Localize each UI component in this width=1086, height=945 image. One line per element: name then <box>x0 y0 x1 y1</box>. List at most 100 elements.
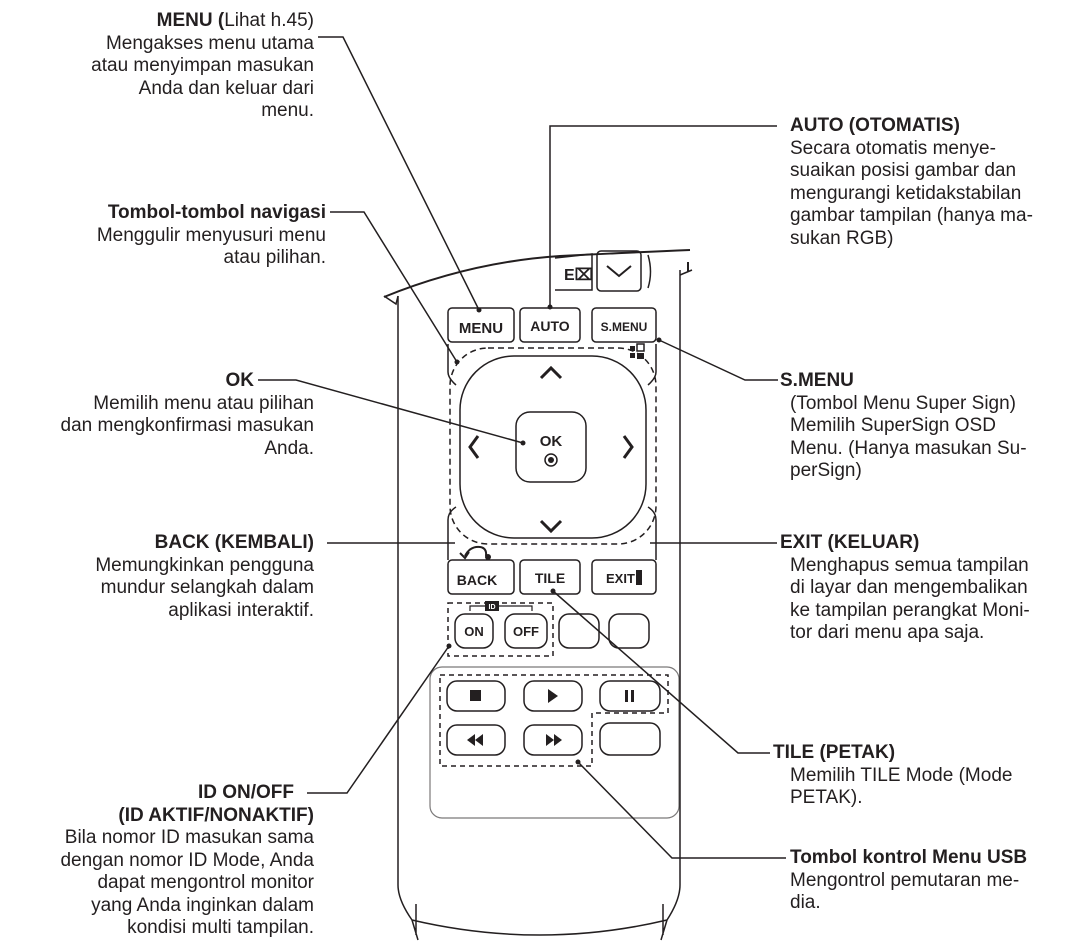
blank-button-3[interactable] <box>599 722 661 756</box>
menu-callout-desc-4: menu. <box>261 100 314 121</box>
stop-icon <box>470 690 481 701</box>
menu-callout-note: Lihat h.45) <box>224 10 314 31</box>
exit-door-icon <box>636 570 642 585</box>
exit-callout-desc-3: ke tampilan perangkat Moni- <box>790 599 1030 621</box>
rewind-button[interactable] <box>446 724 506 756</box>
leader-usb <box>577 761 786 859</box>
tile-button[interactable] <box>519 559 581 595</box>
ok-callout: OK Memilih menu atau pilihan dan mengkon… <box>61 370 314 460</box>
auto-button-label: AUTO <box>530 318 570 334</box>
usb-callout-title: Tombol kontrol Menu USB <box>790 847 1028 868</box>
auto-callout-desc-1: Secara otomatis menye- <box>790 137 996 159</box>
id-callout-title-1: ID ON/OFF <box>197 782 294 803</box>
id-callout-desc-2: dengan nomor ID Mode, Anda <box>60 849 314 871</box>
ok-dot-icon <box>544 453 558 467</box>
mute-button-partial[interactable] <box>554 253 593 291</box>
auto-callout-desc-4: gambar tampilan (hanya ma- <box>790 205 1033 226</box>
nav-callout: Tombol-tombol navigasi Menggulir menyusu… <box>97 202 326 270</box>
tile-callout-title: TILE (PETAK) <box>773 742 896 763</box>
exit-callout: EXIT (KELUAR) Menghapus semua tampilan d… <box>780 532 1030 645</box>
menu-button[interactable] <box>447 307 515 343</box>
chevron-down-nav-icon[interactable] <box>539 519 563 534</box>
chevron-left-icon[interactable] <box>468 435 480 459</box>
leader-menu <box>318 36 480 311</box>
leader-tile <box>552 590 770 754</box>
back-button[interactable] <box>447 559 515 595</box>
id-on-button-label: ON <box>464 624 484 639</box>
blank-button-2[interactable] <box>608 613 650 649</box>
exit-callout-desc-2: di layar dan mengembalikan <box>790 577 1028 598</box>
stop-button[interactable] <box>446 680 506 712</box>
back-callout-title: BACK (KEMBALI) <box>154 532 314 553</box>
leader-smenu <box>658 339 778 381</box>
id-off-button-label: OFF <box>513 624 539 639</box>
leader-id <box>307 645 450 794</box>
exit-button-label: EXIT <box>606 571 635 586</box>
smenu-callout: S.MENU (Tombol Menu Super Sign) Memilih … <box>780 370 1027 483</box>
usb-controls-group <box>439 674 669 767</box>
nav-callout-desc-2: atau pilihan. <box>223 247 326 268</box>
leader-ok <box>258 379 524 444</box>
smenu-callout-desc-2: Memilih SuperSign OSD <box>790 415 996 436</box>
mute-icon: E⌧ <box>564 267 593 284</box>
smenu-callout-desc-4: perSign) <box>790 460 862 481</box>
leader-auto <box>549 125 777 307</box>
menu-button-label: MENU <box>459 320 503 337</box>
rewind-icon <box>467 734 483 746</box>
tile-callout-desc-2: PETAK). <box>790 787 863 808</box>
usb-callout: Tombol kontrol Menu USB Mengontrol pemut… <box>790 847 1027 915</box>
nav-callout-desc-1: Menggulir menyusuri menu <box>96 224 326 246</box>
chevron-down-icon <box>606 265 632 278</box>
remote-cut-edge <box>383 249 691 298</box>
nav-callout-title: Tombol-tombol navigasi <box>107 202 326 223</box>
id-callout-desc-3: dapat mengontrol monitor <box>97 872 314 893</box>
pause-button[interactable] <box>599 680 661 712</box>
play-icon <box>548 689 558 703</box>
id-callout: ID ON/OFF (ID AKTIF/NONAKTIF) Bila nomor… <box>60 782 314 940</box>
smenu-callout-desc-3: Menu. (Hanya masukan Su- <box>790 437 1027 459</box>
ok-button-label: OK <box>540 433 563 450</box>
exit-callout-title: EXIT (KELUAR) <box>780 532 920 553</box>
back-button-label: BACK <box>457 572 497 588</box>
ok-callout-desc-2: dan mengkonfirmasi masukan <box>60 415 314 436</box>
ok-callout-desc-1: Memilih menu atau pilihan <box>93 392 314 414</box>
nav-pad[interactable] <box>459 355 647 539</box>
tile-button-label: TILE <box>535 570 565 586</box>
ok-button[interactable] <box>515 411 587 483</box>
id-off-button[interactable] <box>504 613 548 649</box>
smenu-callout-title: S.MENU <box>780 370 854 391</box>
pause-icon <box>625 690 634 702</box>
fast-forward-icon <box>546 734 562 746</box>
smenu-callout-desc-1: (Tombol Menu Super Sign) <box>790 392 1016 414</box>
play-button[interactable] <box>523 680 583 712</box>
id-callout-desc-5: kondisi multi tampilan. <box>127 917 314 938</box>
id-callout-title-2: (ID AKTIF/NONAKTIF) <box>118 804 314 826</box>
smenu-button[interactable] <box>591 307 657 343</box>
auto-callout: AUTO (OTOMATIS) Secara otomatis menye- s… <box>790 115 1033 250</box>
usb-callout-desc-1: Mengontrol pemutaran me- <box>790 869 1020 891</box>
exit-button[interactable] <box>591 559 657 595</box>
menu-callout-title: MENU ( <box>156 10 225 31</box>
ok-callout-title: OK <box>225 370 255 391</box>
chevron-up-icon[interactable] <box>539 365 563 380</box>
auto-callout-desc-5: sukan RGB) <box>790 227 894 249</box>
leader-nav <box>330 211 458 363</box>
back-callout: BACK (KEMBALI) Memungkinkan pengguna mun… <box>95 532 314 622</box>
menu-callout-desc-2: atau menyimpan masukan <box>91 55 314 76</box>
fast-forward-button[interactable] <box>523 724 583 756</box>
media-panel <box>429 666 680 819</box>
nav-pad-group <box>449 347 657 545</box>
smenu-button-label: S.MENU <box>601 320 648 334</box>
remote-body <box>397 270 681 941</box>
id-on-button[interactable] <box>454 613 494 649</box>
exit-callout-desc-1: Menghapus semua tampilan <box>790 554 1029 576</box>
channel-down-button[interactable] <box>596 250 642 292</box>
leader-lines <box>258 36 786 859</box>
chevron-right-icon[interactable] <box>622 435 634 459</box>
auto-callout-title: AUTO (OTOMATIS) <box>790 115 960 136</box>
tile-callout: TILE (PETAK) Memilih TILE Mode (Mode PET… <box>773 742 1012 810</box>
id-callout-desc-1: Bila nomor ID masukan sama <box>64 827 314 848</box>
id-callout-desc-4: yang Anda inginkan dalam <box>91 894 314 916</box>
blank-button-1[interactable] <box>558 613 600 649</box>
